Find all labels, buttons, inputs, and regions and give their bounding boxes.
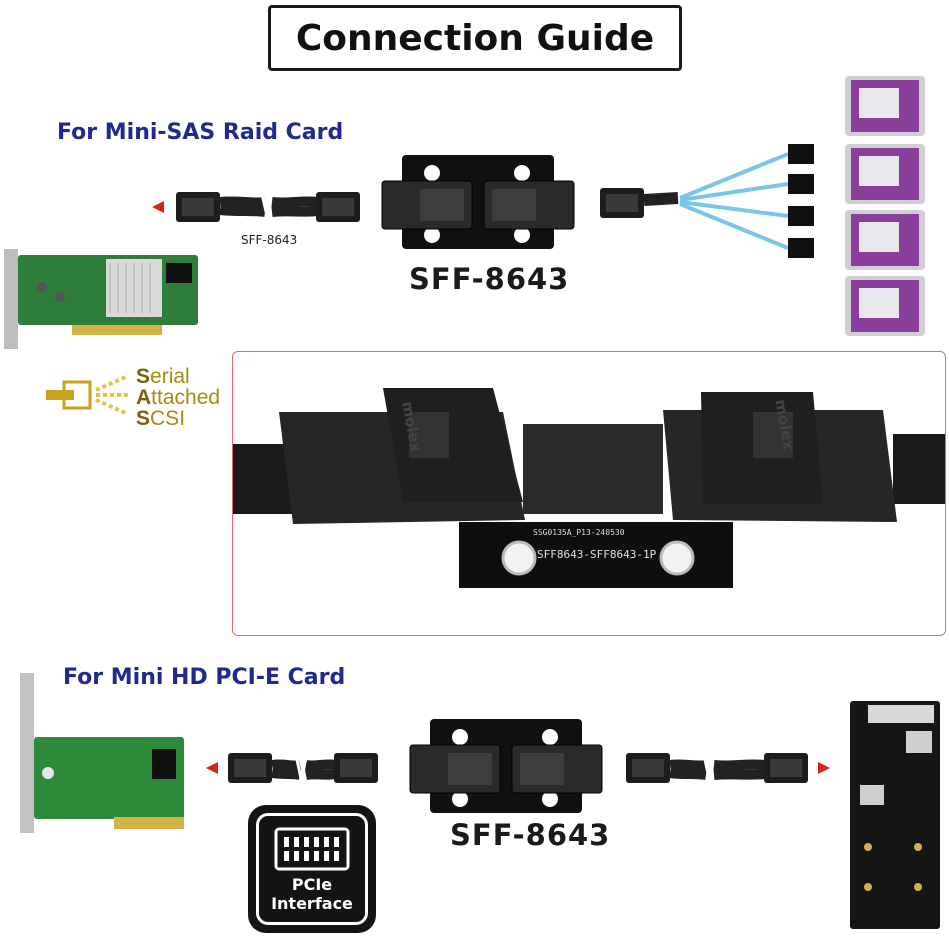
pcie-interface-badge: PCIe Interface <box>248 805 376 933</box>
arrow-left-icon <box>206 762 218 774</box>
sas-word-serial: erial <box>150 365 190 388</box>
pcie-card-image <box>20 673 184 833</box>
cable-label-top: SFF-8643 <box>241 233 298 247</box>
sata-fanout-cable <box>600 144 814 258</box>
detail-photo-drawing <box>233 388 945 588</box>
sas-initial-s2: S <box>136 407 151 430</box>
sff8643-adapter-top <box>381 155 575 249</box>
pcie-badge-line2: Interface <box>271 894 353 913</box>
sas-word-attached: ttached <box>151 386 221 409</box>
sff8643-cable-bottom-left <box>206 753 378 784</box>
pcb-code: SSG0135A_P13-240530 <box>533 528 625 537</box>
arrow-right-icon <box>818 762 830 774</box>
pcie-badge-line1: PCIe <box>291 875 333 894</box>
adapter-label-bottom: SFF-8643 <box>450 818 611 852</box>
pcie-slot-icon <box>274 827 350 871</box>
raid-card-image <box>4 249 198 349</box>
pcb-marking: SFF8643-SFF8643-1P <box>537 548 657 561</box>
hard-drive-icon <box>845 276 925 336</box>
sas-logo-text: Serial Attached SCSI <box>136 366 220 429</box>
sff8643-adapter-bottom <box>409 719 603 813</box>
arrow-left-icon <box>152 201 164 213</box>
sas-logo-icon <box>46 374 129 416</box>
section-heading-pcie: For Mini HD PCI-E Card <box>63 665 346 690</box>
hard-drive-icon <box>845 76 925 136</box>
sas-initial-a: A <box>136 386 152 409</box>
sas-initial-s: S <box>136 365 151 388</box>
hard-drive-stack <box>845 76 925 336</box>
sff8643-cable-bottom-right <box>626 753 830 784</box>
connector-detail-photo: molex molex SSG0135A_P13-240530 SFF8643-… <box>232 351 946 636</box>
sas-word-scsi: CSI <box>150 407 186 430</box>
section-heading-sas: For Mini-SAS Raid Card <box>57 120 344 145</box>
page-title: Connection Guide <box>268 5 682 71</box>
hard-drive-icon <box>845 210 925 270</box>
m2-adapter-board-image <box>850 701 940 929</box>
sff8643-cable-top <box>152 192 360 222</box>
hard-drive-icon <box>845 144 925 204</box>
adapter-label-top: SFF-8643 <box>409 262 570 296</box>
